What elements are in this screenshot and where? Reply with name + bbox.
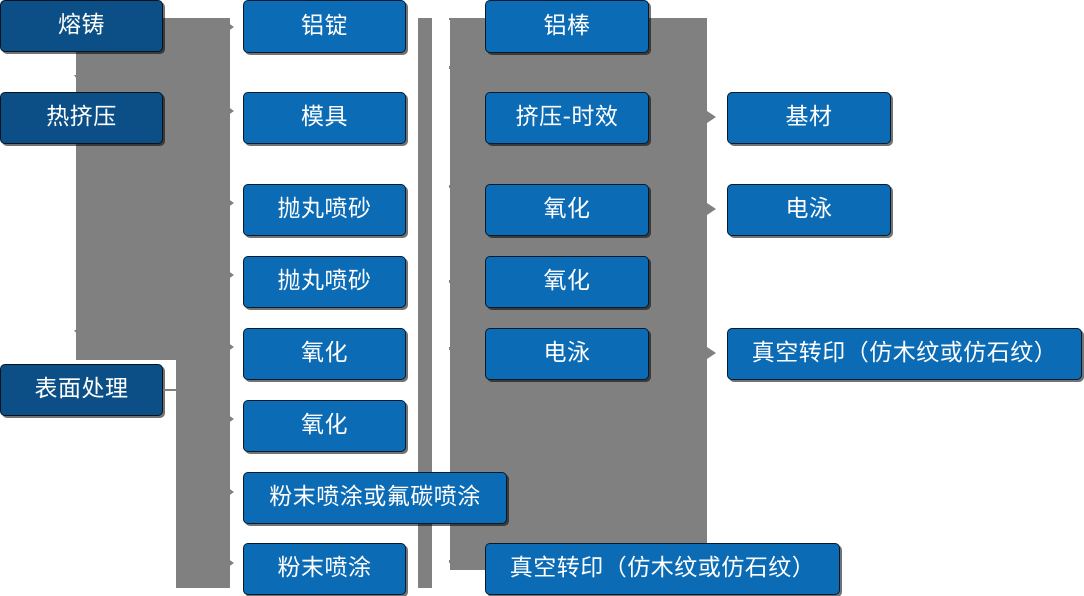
process-label: 粉末喷涂或氟碳喷涂 bbox=[269, 484, 481, 511]
arrow-to-electrophoresis-c4 bbox=[707, 203, 716, 215]
process-box-aluminium-ingot[interactable]: 铝锭 bbox=[243, 0, 406, 53]
process-label: 氧化 bbox=[543, 196, 591, 223]
output-box-base-material[interactable]: 基材 bbox=[727, 92, 891, 144]
process-label: 真空转印（仿木纹或仿石纹） bbox=[509, 555, 816, 582]
process-label: 氧化 bbox=[301, 340, 348, 367]
bar-gap-2 bbox=[432, 69, 450, 185]
process-box-powder-coating[interactable]: 粉末喷涂 bbox=[243, 543, 406, 595]
process-label: 抛丸喷砂 bbox=[277, 196, 372, 223]
stage-label: 熔铸 bbox=[58, 12, 105, 39]
bar-gap-4 bbox=[432, 283, 450, 347]
output-label: 基材 bbox=[785, 104, 833, 131]
stage-label: 热挤压 bbox=[46, 104, 117, 131]
output-label: 真空转印（仿木纹或仿石纹） bbox=[751, 340, 1058, 367]
stage-box-hot-extrusion[interactable]: 热挤压 bbox=[0, 92, 163, 144]
process-box-electrophoresis-c3[interactable]: 电泳 bbox=[485, 328, 649, 380]
connector-bus-left-top bbox=[76, 18, 230, 360]
output-box-vacuum-transfer[interactable]: 真空转印（仿木纹或仿石纹） bbox=[727, 328, 1082, 380]
stub-surface-treatment-to-bus bbox=[163, 389, 183, 391]
connector-bus-left-bottom bbox=[176, 360, 230, 588]
process-label: 氧化 bbox=[301, 412, 348, 439]
output-label: 电泳 bbox=[785, 196, 833, 223]
arrow-down-melt-to-extrusion bbox=[74, 75, 88, 85]
arrow-to-base-material bbox=[707, 111, 716, 123]
process-box-shot-blasting-1[interactable]: 抛丸喷砂 bbox=[243, 184, 406, 236]
stage-box-surface-treatment[interactable]: 表面处理 bbox=[0, 364, 163, 416]
arrow-to-oxidation-c2-2 bbox=[224, 412, 234, 426]
arrow-to-mould bbox=[224, 104, 234, 118]
arrow-down-extrusion-to-surface bbox=[74, 330, 88, 340]
process-label: 模具 bbox=[301, 104, 348, 131]
process-box-vacuum-transfer-c3[interactable]: 真空转印（仿木纹或仿石纹） bbox=[485, 543, 840, 595]
bar-gap-3 bbox=[432, 188, 450, 280]
arrow-to-shot-blasting-2 bbox=[224, 268, 234, 282]
process-label: 抛丸喷砂 bbox=[277, 268, 372, 295]
process-box-oxidation-c3-2[interactable]: 氧化 bbox=[485, 256, 649, 308]
process-box-oxidation-c2-2[interactable]: 氧化 bbox=[243, 400, 406, 452]
process-label: 电泳 bbox=[543, 340, 591, 367]
process-box-aluminium-bar[interactable]: 铝棒 bbox=[485, 0, 649, 53]
process-box-oxidation-c2-1[interactable]: 氧化 bbox=[243, 328, 406, 380]
process-box-mould[interactable]: 模具 bbox=[243, 92, 406, 144]
process-label: 挤压-时效 bbox=[515, 104, 619, 131]
process-label: 粉末喷涂 bbox=[277, 555, 372, 582]
stage-label: 表面处理 bbox=[34, 376, 129, 403]
bar-gap-8 bbox=[432, 563, 450, 589]
process-box-powder-or-pvdf-coating[interactable]: 粉末喷涂或氟碳喷涂 bbox=[243, 472, 507, 524]
process-box-shot-blasting-2[interactable]: 抛丸喷砂 bbox=[243, 256, 406, 308]
process-label: 铝棒 bbox=[543, 12, 591, 39]
arrow-to-shot-blasting-1 bbox=[224, 196, 234, 210]
arrow-to-vacuum-transfer-c4 bbox=[707, 347, 716, 359]
bar-gap-1 bbox=[432, 20, 450, 66]
arrow-to-powder-coating bbox=[224, 556, 234, 570]
process-box-extrusion-aging[interactable]: 挤压-时效 bbox=[485, 92, 649, 144]
stage-box-melt-cast[interactable]: 熔铸 bbox=[0, 0, 163, 52]
process-box-oxidation-c3-1[interactable]: 氧化 bbox=[485, 184, 649, 236]
output-box-electrophoresis[interactable]: 电泳 bbox=[727, 184, 891, 236]
process-label: 铝锭 bbox=[301, 12, 348, 39]
process-label: 氧化 bbox=[543, 268, 591, 295]
connector-bar-middle bbox=[418, 18, 432, 588]
bar-gap-5 bbox=[432, 350, 450, 484]
arrow-to-aluminium-ingot bbox=[224, 20, 234, 34]
arrow-to-oxidation-c2-1 bbox=[224, 340, 234, 354]
arrow-to-powder-or-pvdf bbox=[224, 485, 234, 499]
